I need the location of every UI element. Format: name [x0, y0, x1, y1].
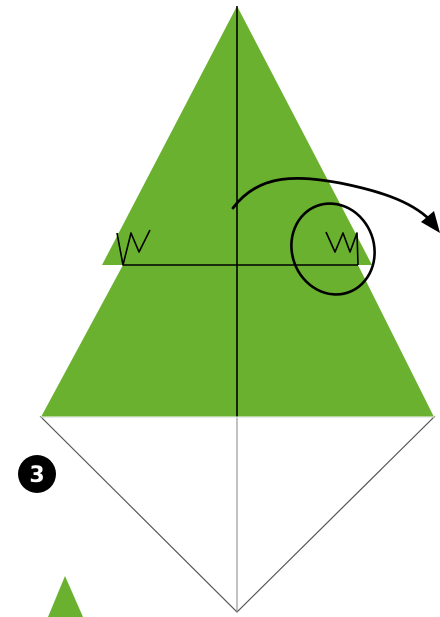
curved-fold-arrow-icon	[231, 176, 440, 233]
right-notch-flap	[335, 233, 358, 265]
left-notch-flap	[117, 233, 139, 265]
step-number: 3	[29, 463, 44, 488]
circle-highlight-icon	[290, 202, 376, 296]
step-number-badge: 3	[18, 455, 56, 493]
fold-lines	[116, 6, 359, 417]
green-triangle-preview-icon	[48, 576, 83, 617]
